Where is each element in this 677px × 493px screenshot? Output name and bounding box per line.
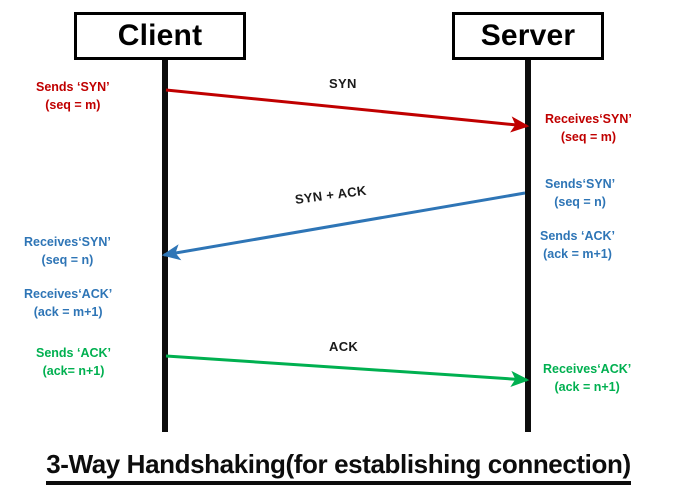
- arrow-ack: [165, 354, 530, 388]
- diagram-caption: 3-Way Handshaking(for establishing conne…: [0, 449, 677, 485]
- note-server-sends-syn: Sends‘SYN’ (seq = n): [545, 175, 615, 211]
- note-line: Sends‘SYN’: [545, 177, 616, 191]
- server-lifeline: [525, 60, 531, 432]
- note-line: (ack = m+1): [33, 305, 103, 320]
- note-client-receives-syn: Receives‘SYN’ (seq = n): [24, 233, 111, 269]
- client-node-label: Client: [117, 19, 203, 52]
- note-line: Receives‘SYN’: [545, 112, 632, 126]
- note-line: (seq = m): [45, 98, 101, 113]
- note-line: (seq = n): [41, 253, 94, 268]
- arrow-syn-ack: [161, 191, 526, 261]
- note-line: Sends ‘ACK’: [36, 346, 112, 360]
- note-server-receives-ack: Receives‘ACK’ (ack = n+1): [543, 360, 631, 396]
- note-line: Sends ‘SYN’: [36, 80, 110, 94]
- note-line: (ack= n+1): [42, 364, 105, 379]
- note-line: (seq = n): [554, 195, 606, 210]
- server-node-box: Server: [452, 12, 604, 60]
- note-server-sends-ack: Sends ‘ACK’ (ack = m+1): [540, 227, 615, 263]
- server-node-label: Server: [480, 19, 576, 52]
- note-client-receives-ack: Receives‘ACK’ (ack = m+1): [24, 285, 112, 321]
- note-line: Receives‘ACK’: [24, 287, 113, 301]
- note-line: Receives‘ACK’: [543, 362, 632, 376]
- message-label-syn: SYN: [329, 76, 357, 91]
- client-node-box: Client: [74, 12, 246, 60]
- message-label-ack: ACK: [329, 339, 359, 354]
- arrow-syn: [165, 88, 530, 133]
- note-client-sends-syn: Sends ‘SYN’ (seq = m): [36, 78, 110, 114]
- diagram-caption-text: 3-Way Handshaking(for establishing conne…: [46, 449, 631, 485]
- note-line: (ack = m+1): [543, 247, 612, 262]
- note-line: (seq = m): [560, 130, 617, 145]
- note-client-sends-ack: Sends ‘ACK’ (ack= n+1): [36, 344, 111, 380]
- note-line: Receives‘SYN’: [24, 235, 111, 249]
- note-line: (ack = n+1): [554, 380, 620, 395]
- note-server-receives-syn: Receives‘SYN’ (seq = m): [545, 110, 632, 146]
- note-line: Sends ‘ACK’: [540, 229, 616, 243]
